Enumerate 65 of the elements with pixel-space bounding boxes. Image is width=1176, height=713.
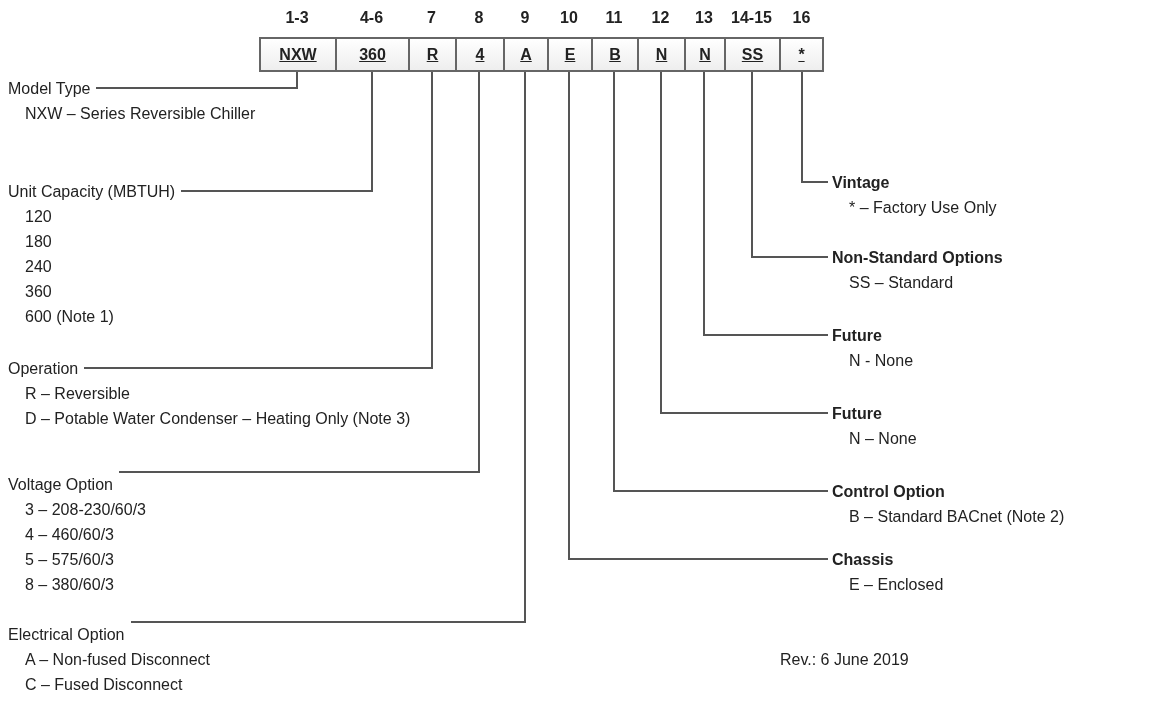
position-number: 12 [650, 9, 671, 27]
field-heading: Vintage [832, 173, 890, 193]
code-cell: N [684, 37, 726, 72]
position-number: 10 [559, 9, 579, 27]
option-text: * – Factory Use Only [848, 198, 998, 218]
position-number: 8 [473, 9, 485, 27]
position-number: 16 [791, 9, 812, 27]
field-heading: Voltage Option [8, 475, 113, 495]
field-heading: Operation [8, 359, 79, 379]
option-text: 120 [24, 207, 53, 227]
position-number: 13 [694, 9, 714, 27]
option-text: N - None [848, 351, 915, 371]
code-cell: NXW [259, 37, 337, 72]
option-text: SS – Standard [848, 273, 955, 293]
code-cell: N [637, 37, 686, 72]
position-number: 1-3 [284, 9, 310, 27]
leader-line [118, 71, 480, 473]
option-text: 360 [24, 282, 53, 302]
leader-line [95, 71, 298, 89]
leader-line [180, 71, 373, 192]
code-cell: SS [724, 37, 781, 72]
option-text: A – Non-fused Disconnect [24, 650, 211, 670]
option-text: 3 – 208-230/60/3 [24, 500, 147, 520]
leader-line [703, 71, 829, 336]
option-text: 180 [24, 232, 53, 252]
position-number: 14-15 [730, 9, 773, 27]
leader-line [801, 71, 829, 183]
code-cell: E [547, 37, 593, 72]
field-heading: Model Type [8, 79, 91, 99]
field-heading: Chassis [832, 550, 894, 570]
code-cell: B [591, 37, 639, 72]
option-text: N – None [848, 429, 918, 449]
position-number: 7 [426, 9, 437, 27]
leader-line [613, 71, 829, 492]
code-cell: * [779, 37, 824, 72]
option-text: C – Fused Disconnect [24, 675, 184, 695]
leader-line [660, 71, 829, 414]
leader-line [83, 71, 433, 369]
field-heading: Future [832, 404, 882, 424]
option-text: 8 – 380/60/3 [24, 575, 115, 595]
leader-line [751, 71, 829, 258]
field-heading: Future [832, 326, 882, 346]
code-cell: 4 [455, 37, 505, 72]
option-text: D – Potable Water Condenser – Heating Only (Note 3) [24, 409, 412, 429]
leader-line [568, 71, 829, 560]
option-text: R – Reversible [24, 384, 131, 404]
position-number: 11 [604, 9, 624, 27]
option-text: 240 [24, 257, 53, 277]
option-text: 4 – 460/60/3 [24, 525, 115, 545]
option-text: 600 (Note 1) [24, 307, 115, 327]
field-heading: Non-Standard Options [832, 248, 1003, 268]
revision-note: Rev.: 6 June 2019 [780, 650, 909, 670]
leader-line [130, 71, 526, 623]
field-heading: Electrical Option [8, 625, 125, 645]
option-text: 5 – 575/60/3 [24, 550, 115, 570]
option-text: B – Standard BACnet (Note 2) [848, 507, 1066, 527]
code-cell: A [503, 37, 549, 72]
field-heading: Control Option [832, 482, 945, 502]
option-text: NXW – Series Reversible Chiller [24, 104, 257, 124]
field-heading: Unit Capacity (MBTUH) [8, 182, 176, 202]
position-number: 4-6 [358, 9, 385, 27]
code-cell: R [408, 37, 457, 72]
option-text: E – Enclosed [848, 575, 945, 595]
code-cell: 360 [335, 37, 410, 72]
position-number: 9 [519, 9, 531, 27]
